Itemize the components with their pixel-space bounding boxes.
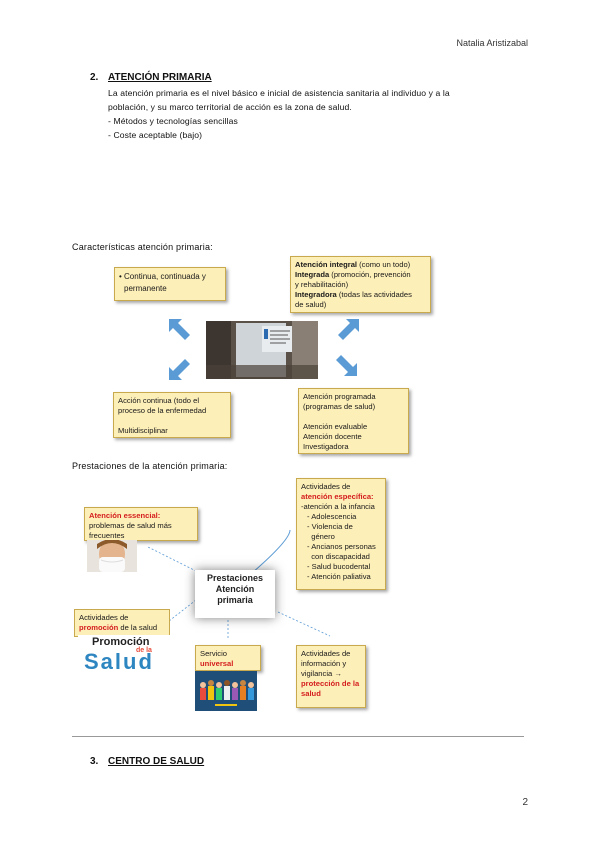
characteristic-box-integral: Atención integral (como un todo) Integra… [290, 256, 431, 313]
box-emphasis: atención específica: [301, 492, 374, 501]
box-line: permanente [124, 284, 167, 293]
section-number: 2. [90, 72, 99, 83]
box-line: Servicio [200, 649, 228, 658]
box-line: • Continua, continuada y [119, 272, 206, 281]
health-promotion-logo: Promoción de la Salud [78, 635, 170, 677]
center-line: Atención [215, 584, 255, 594]
arrow-down-right-icon [336, 355, 357, 376]
box-line: Actividades de [79, 613, 129, 622]
bullet-item: - Métodos y tecnologías sencillas [108, 116, 238, 126]
box-line: Integradora (todas las actividades [295, 290, 412, 299]
arrow-up-right-icon [338, 319, 359, 340]
list-item: - Atención paliativa [307, 572, 371, 581]
list-item: - Ancianos personas [307, 542, 376, 551]
characteristic-box-continuity: • Continua, continuada y permanente [114, 267, 226, 301]
box-line: proceso de la enfermedad [118, 406, 207, 415]
box-line: frecuentes [89, 531, 125, 540]
box-line: vigilancia → [301, 669, 342, 678]
benefit-box-promotion: Actividades de promoción de la salud [74, 609, 170, 637]
author-name: Natalia Aristizabal [456, 38, 528, 48]
paragraph-line: La atención primaria es el nivel básico … [108, 88, 450, 98]
page-number: 2 [522, 797, 528, 808]
diagram-caption: Prestaciones de la atención primaria: [72, 461, 228, 471]
health-center-photo [206, 321, 318, 379]
list-item: - Salud bucodental [307, 562, 371, 571]
box-line: Actividades de [301, 649, 351, 658]
section-number: 3. [90, 756, 99, 767]
box-line: de salud) [295, 300, 327, 309]
box-line: Atención integral (como un todo) [295, 260, 411, 269]
box-line: y rehabilitación) [295, 280, 349, 289]
box-line: Atención docente [303, 432, 362, 441]
benefit-box-specific: Actividades de atención específica: -ate… [296, 478, 386, 590]
list-item: - Adolescencia [307, 512, 357, 521]
benefit-box-essential: Atención essencial: problemas de salud m… [84, 507, 198, 541]
box-line: información y [301, 659, 347, 668]
arrow-down-left-icon [169, 359, 190, 380]
box-line: Atención programada [303, 392, 376, 401]
list-item: - Violencia de [307, 522, 353, 531]
box-line: (programas de salud) [303, 402, 376, 411]
benefit-box-information: Actividades de información y vigilancia … [296, 645, 366, 708]
box-line: Atención evaluable [303, 422, 368, 431]
box-line: Multidisciplinar [118, 426, 168, 435]
box-title: Atención essencial: [89, 511, 161, 520]
list-item: género [307, 532, 335, 541]
logo-text: de la [136, 647, 152, 654]
box-emphasis: salud [301, 689, 321, 698]
box-line: Integrada (promoción, prevención [295, 270, 411, 279]
characteristic-box-continuous-action: Acción continua (todo el proceso de la e… [113, 392, 231, 438]
box-line: -atención a la infancia [301, 502, 375, 511]
center-line: Prestaciones [206, 573, 264, 583]
center-line: primaria [217, 595, 253, 605]
box-line: Acción continua (todo el [118, 396, 200, 405]
benefit-box-universal: Servicio universal [195, 645, 261, 671]
person-sneezing-photo [87, 540, 137, 572]
box-line: Actividades de [301, 482, 351, 491]
list-item: con discapacidad [307, 552, 370, 561]
box-emphasis: protección de la [301, 679, 360, 688]
center-node-prestaciones: Prestaciones Atención primaria [195, 570, 275, 618]
diagram-caption: Características atención primaria: [72, 242, 213, 252]
section-title: CENTRO DE SALUD [108, 756, 205, 767]
box-line: Investigadora [303, 442, 349, 451]
paragraph-line: población, y su marco territorial de acc… [108, 102, 352, 112]
characteristic-box-programmed: Atención programada (programas de salud)… [298, 388, 409, 454]
bullet-item: - Coste aceptable (bajo) [108, 130, 203, 140]
section-divider [72, 736, 524, 737]
box-line: problemas de salud más [89, 521, 172, 530]
box-line: promoción de la salud [79, 623, 158, 632]
arrow-up-left-icon [169, 319, 190, 340]
section-title: ATENCIÓN PRIMARIA [108, 72, 212, 83]
people-group-illustration [195, 671, 257, 711]
box-emphasis: universal [200, 659, 234, 668]
logo-text: Promoción [92, 636, 150, 648]
specific-list: - Adolescencia - Violencia de género - A… [301, 512, 381, 582]
section-body: La atención primaria es el nivel básico … [108, 86, 528, 142]
logo-text: Salud [84, 649, 154, 674]
